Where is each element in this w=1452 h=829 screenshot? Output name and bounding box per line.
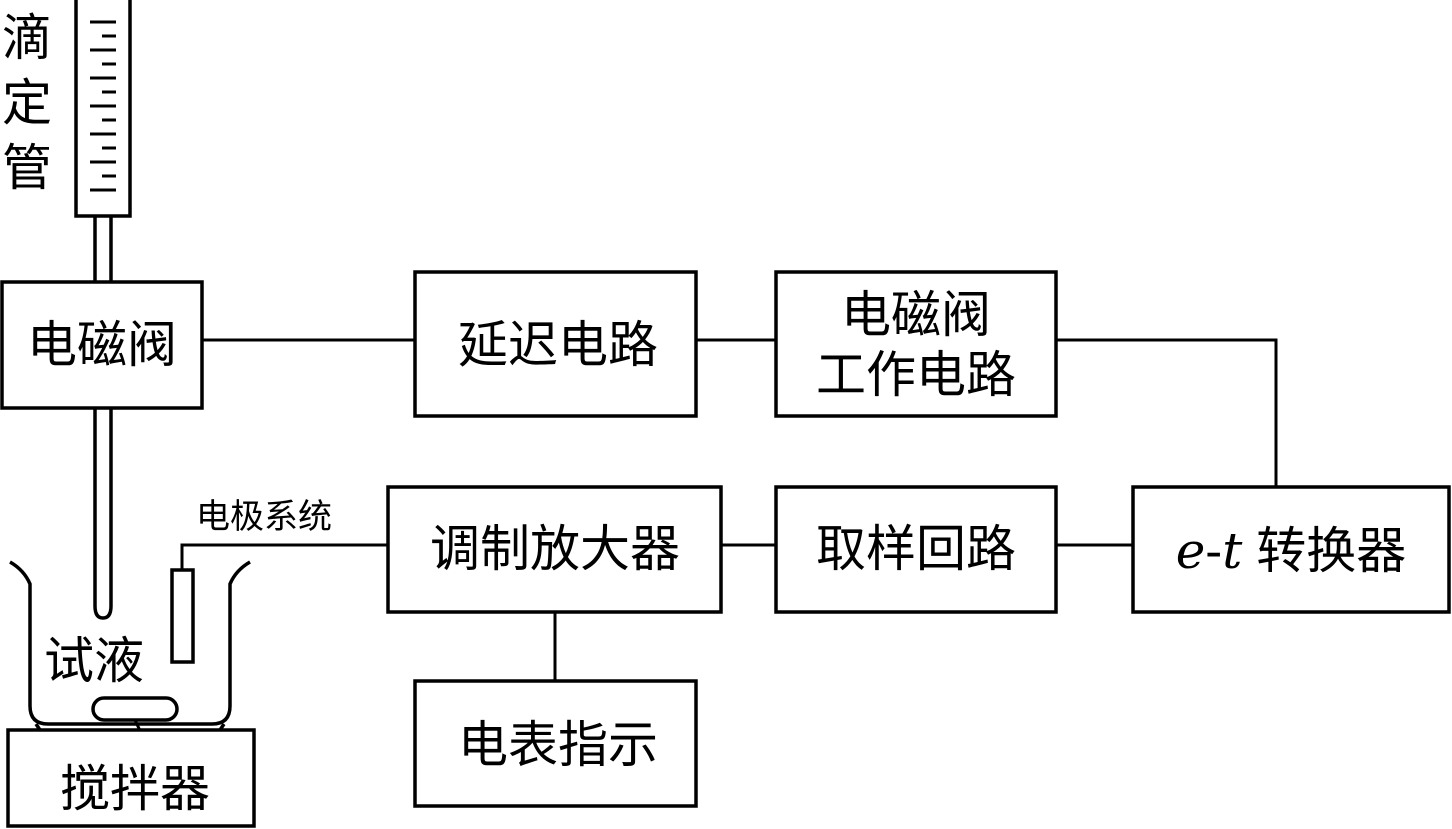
modulation-amplifier-label: 调制放大器: [430, 520, 680, 578]
solenoid-valve-box: [0, 280, 204, 410]
burette-graduations: [90, 20, 116, 192]
electrode-wire: [180, 543, 388, 570]
stirrer-label: 搅拌器: [60, 760, 210, 818]
et-converter-var-t: t: [1222, 522, 1243, 580]
burette-label-char-3: 管: [2, 139, 52, 197]
burette-label-char-2: 定: [2, 74, 52, 132]
burette-body: [74, 0, 132, 218]
stirrer-box: [6, 728, 256, 828]
sampling-circuit-label: 取样回路: [816, 520, 1016, 578]
meter-indicator-box: [413, 679, 698, 808]
et-converter-var-e: e: [1176, 522, 1206, 580]
electrode-system-label: 电极系统: [196, 497, 332, 537]
wire-driver-to-converter: [1056, 338, 1278, 487]
et-converter-box: [1131, 485, 1451, 614]
delay-circuit-box: [413, 270, 698, 418]
test-solution-label: 试液: [44, 632, 144, 690]
valve-driver-label-line1: 电磁阀: [841, 286, 991, 344]
dropper-tube: [93, 408, 113, 620]
meter-indicator-label: 电表指示: [458, 716, 658, 774]
solenoid-valve-label: 电磁阀: [27, 316, 177, 374]
burette: [74, 0, 132, 282]
stir-bar: [91, 696, 179, 722]
delay-circuit-label: 延迟电路: [458, 316, 658, 374]
burette-label: 滴 定 管: [2, 9, 52, 197]
sampling-circuit-box: [774, 485, 1058, 614]
valve-driver-box: [774, 270, 1058, 418]
valve-driver-label-line2: 工作电路: [816, 346, 1016, 404]
electrode: [170, 568, 195, 664]
et-converter-suffix: 转换器: [1256, 522, 1406, 580]
et-converter-dash: -: [1205, 522, 1222, 580]
beaker: [9, 560, 251, 726]
modulation-amplifier-box: [386, 485, 723, 614]
burette-label-char-1: 滴: [2, 9, 52, 67]
